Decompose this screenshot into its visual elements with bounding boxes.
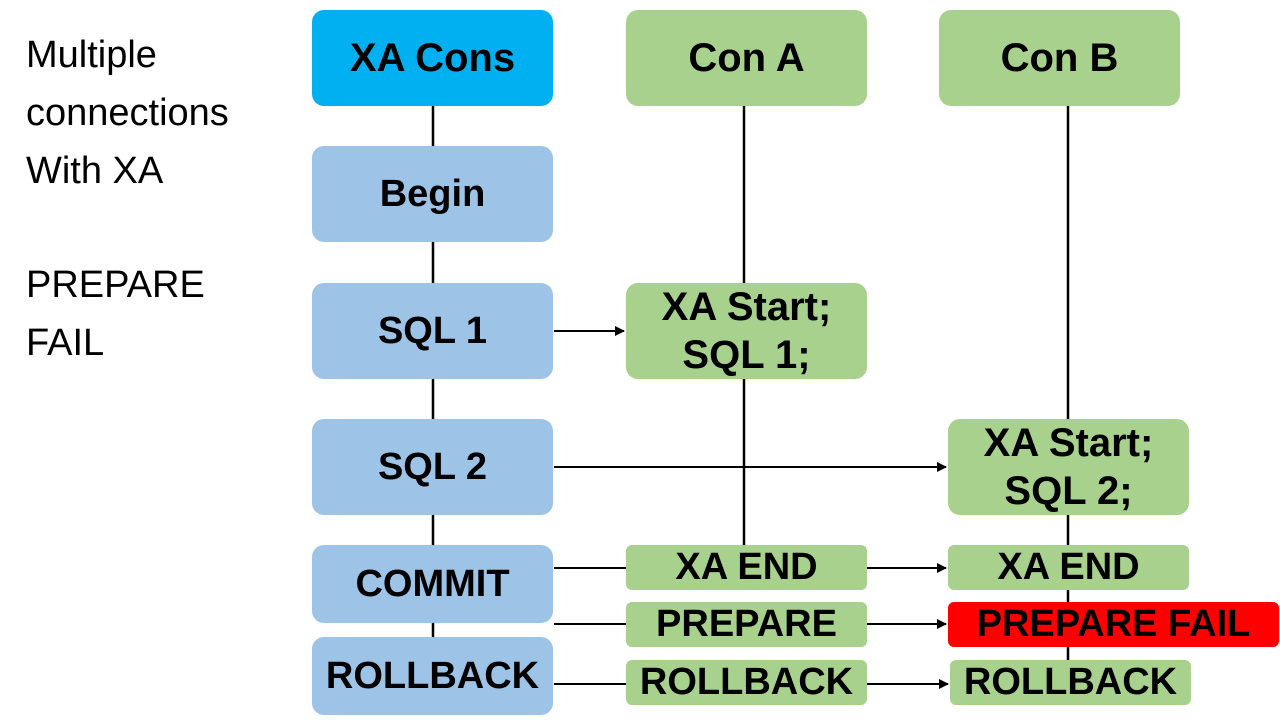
xa-cons-sql1: SQL 1 <box>312 283 553 379</box>
diagram-title: Multiple connections With XA <box>26 34 229 192</box>
xa-cons-begin: Begin <box>312 146 553 242</box>
xa-cons-rollback: ROLLBACK <box>312 637 553 715</box>
con-b-rollback: ROLLBACK <box>950 660 1191 705</box>
con-a-prepare: PREPARE <box>626 602 867 647</box>
con-b-header: Con B <box>939 10 1180 106</box>
con-a-start-sql1: XA Start; SQL 1; <box>626 283 867 379</box>
xa-cons-commit: COMMIT <box>312 545 553 623</box>
con-a-xa-end: XA END <box>626 545 867 590</box>
con-a-rollback: ROLLBACK <box>626 660 867 705</box>
con-b-start-sql2: XA Start; SQL 2; <box>948 419 1189 515</box>
xa-cons-header: XA Cons <box>312 10 553 106</box>
diagram-subtitle: PREPARE FAIL <box>26 264 205 364</box>
con-a-header: Con A <box>626 10 867 106</box>
con-b-xa-end: XA END <box>948 545 1189 590</box>
xa-cons-sql2: SQL 2 <box>312 419 553 515</box>
con-b-prepare-fail: PREPARE FAIL <box>948 602 1279 647</box>
